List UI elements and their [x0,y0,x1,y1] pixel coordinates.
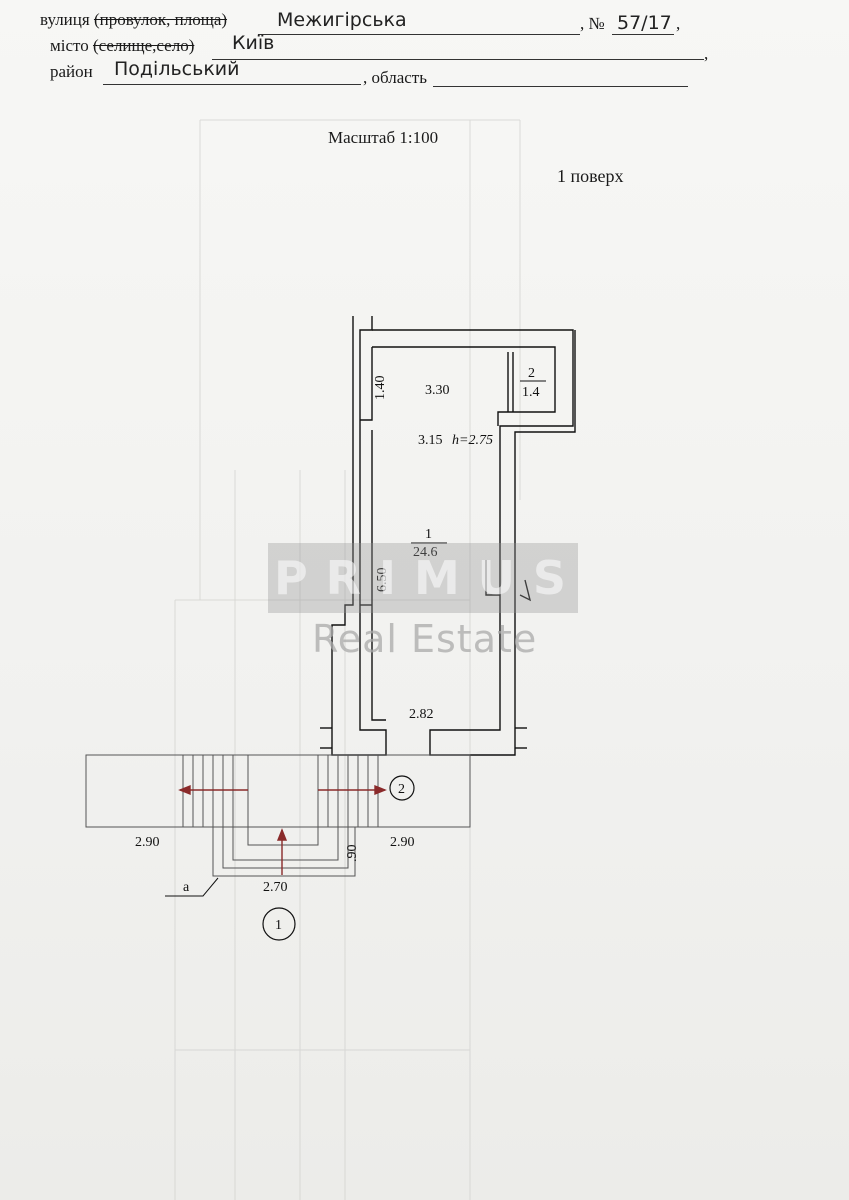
watermark-logo: P R I M U S [268,543,578,613]
entrance-1-label: 1 [275,918,282,933]
watermark-letter: I [378,551,403,605]
entrance-arrows [178,784,387,875]
district-label: район [50,62,93,81]
dim-corridor: 3.15 [418,433,443,448]
number-underline [612,34,674,35]
watermark-letter: R [325,551,367,605]
street-alt-label: (провулок, площа) [93,10,228,29]
number-suffix: , [676,14,681,33]
scale-label: Масштаб 1:100 [328,128,439,147]
entrance-stairs [85,754,471,877]
street-row: вулиця (провулок, площа) [40,10,227,30]
watermark-box [268,543,578,613]
dim-room-width: 3.30 [425,383,450,398]
city-label: місто [50,36,89,55]
dim-bottom: 2.82 [409,707,434,722]
stair-bottom-dim: 2.70 [263,880,288,895]
dim-length: 6.50 [375,568,390,593]
wall-upper [372,329,576,756]
entrance-2-circle [389,775,415,801]
wall-inner-top [372,346,556,426]
stair-left-dim: 2.90 [135,835,160,850]
district-underline [103,84,361,85]
city-value: Київ [232,32,275,54]
floor-label: 1 поверх [557,166,624,186]
watermark-letter: P [273,551,314,605]
stair-depth-dim: .90 [345,845,360,863]
entrance-2-label: 2 [398,782,405,797]
background-table-lines [174,119,521,1200]
district-value: Подільський [114,58,240,80]
city-alt-label: (селище,село) [92,36,195,55]
watermark-letter: S [532,551,573,605]
city-underline [212,59,704,60]
door-swing [519,579,532,602]
street-underline [258,34,580,35]
region-label: , область [363,68,427,87]
city-row: місто (селище,село) [50,36,194,56]
dim-top-left: 1.40 [373,376,388,401]
region-underline [433,86,688,87]
room2-number: 2 [528,366,535,381]
city-suffix: , [704,44,709,63]
room1-area: 24.6 [413,545,438,560]
room1-number: 1 [425,527,432,542]
marker-a-leader [165,877,219,897]
number-value: 57/17 [617,12,672,34]
street-label: вулиця [40,10,90,29]
watermark-subtitle: Real Estate [312,617,538,661]
wall-left-inner [360,347,373,421]
entrance-1-circle [262,907,296,941]
door-right [485,560,500,596]
watermark-letter: U [477,551,521,605]
watermark-letter: M [413,551,466,605]
number-label: , № [580,14,605,33]
room2-area: 1.4 [522,385,540,400]
height-label: h=2.75 [452,433,493,448]
street-value: Межигірська [277,9,407,31]
wall-left-inner-2 [371,430,386,721]
marker-a: a [183,880,190,895]
stair-right-dim: 2.90 [390,835,415,850]
